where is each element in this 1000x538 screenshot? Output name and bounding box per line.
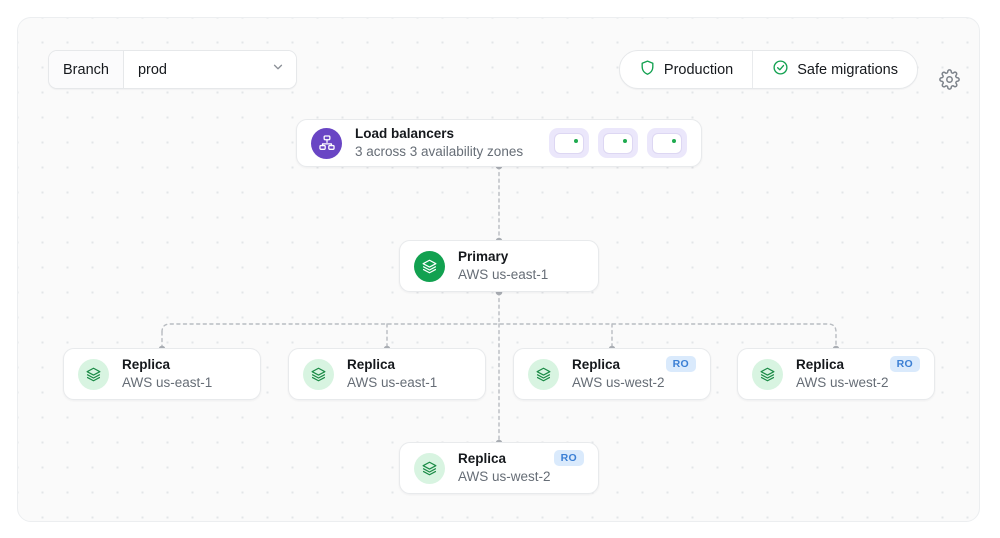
node-replica[interactable]: Replica AWS us-west-2 RO (737, 348, 935, 400)
node-subtitle: AWS us-west-2 (796, 375, 889, 390)
shield-icon (639, 59, 656, 80)
status-dot-green (573, 138, 578, 143)
read-only-badge: RO (665, 356, 696, 372)
database-layers-icon (414, 452, 445, 484)
replica-text: Replica AWS us-east-1 (122, 356, 246, 392)
node-title: Replica (458, 450, 507, 466)
safe-migrations-chip[interactable]: Safe migrations (752, 51, 917, 88)
load-balancer-icon (311, 127, 342, 159)
load-balancer-instance[interactable] (647, 128, 687, 158)
safe-migrations-label: Safe migrations (797, 61, 898, 78)
node-subtitle: AWS us-east-1 (347, 375, 438, 390)
load-balancer-instance[interactable] (549, 128, 589, 158)
read-only-badge: RO (889, 356, 920, 372)
node-replica[interactable]: Replica AWS us-east-1 (63, 348, 261, 400)
status-dot-green (671, 138, 676, 143)
node-subtitle: 3 across 3 availability zones (355, 144, 524, 159)
node-title: Primary (458, 248, 509, 264)
check-circle-icon (772, 59, 789, 80)
node-replica[interactable]: Replica AWS us-east-1 (288, 348, 486, 400)
chevron-down-icon (271, 60, 285, 79)
node-title: Replica (347, 356, 396, 372)
node-replica[interactable]: Replica AWS us-west-2 RO (399, 442, 599, 494)
branch-value: prod (137, 61, 167, 78)
topology-canvas[interactable]: Branch prod Production (17, 17, 980, 522)
gear-icon (938, 69, 960, 95)
node-subtitle: AWS us-east-1 (458, 267, 549, 282)
node-title: Replica (122, 356, 171, 372)
branch-dropdown[interactable]: prod (123, 51, 296, 88)
production-chip[interactable]: Production (620, 51, 752, 88)
branch-label: Branch (49, 51, 124, 88)
database-layers-icon (528, 358, 559, 390)
instance-body (652, 132, 682, 154)
settings-button[interactable] (938, 69, 960, 95)
instance-body (603, 132, 633, 154)
load-balancers-text: Load balancers 3 across 3 availability z… (355, 125, 549, 161)
load-balancer-instance[interactable] (598, 128, 638, 158)
production-label: Production (663, 61, 734, 78)
node-replica[interactable]: Replica AWS us-west-2 RO (513, 348, 711, 400)
database-layers-icon (414, 250, 445, 282)
branch-selector[interactable]: Branch prod (48, 50, 297, 89)
node-title: Load balancers (355, 125, 455, 141)
replica-text: Replica AWS us-west-2 (572, 356, 666, 392)
status-chip-group: Production Safe migrations (618, 50, 918, 89)
node-subtitle: AWS us-west-2 (458, 469, 551, 484)
node-title: Replica (572, 356, 621, 372)
node-subtitle: AWS us-west-2 (572, 375, 665, 390)
primary-text: Primary AWS us-east-1 (458, 248, 584, 284)
database-layers-icon (78, 358, 109, 390)
load-balancer-instances (549, 128, 687, 158)
replica-text: Replica AWS us-west-2 (458, 450, 554, 486)
node-title: Replica (796, 356, 845, 372)
replica-text: Replica AWS us-west-2 (796, 356, 890, 392)
replica-text: Replica AWS us-east-1 (347, 356, 471, 392)
node-load-balancers[interactable]: Load balancers 3 across 3 availability z… (296, 119, 702, 167)
database-layers-icon (303, 358, 334, 390)
status-dot-green (622, 138, 627, 143)
node-subtitle: AWS us-east-1 (122, 375, 213, 390)
node-primary[interactable]: Primary AWS us-east-1 (399, 240, 599, 292)
database-layers-icon (752, 358, 783, 390)
read-only-badge: RO (553, 450, 584, 466)
instance-body (554, 132, 584, 154)
